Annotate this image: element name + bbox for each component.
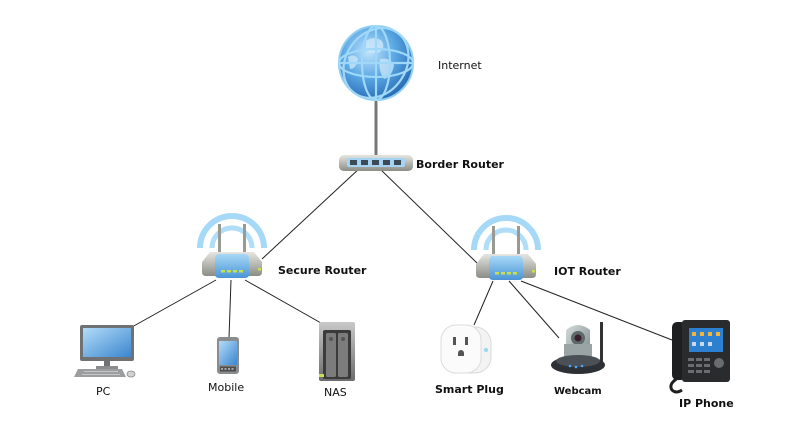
node-label-mobile: Mobile [208, 381, 245, 394]
webcam-icon [551, 322, 605, 374]
wifi-router-icon [471, 215, 541, 280]
desktop-pc-icon [74, 325, 136, 378]
globe-icon [337, 24, 415, 102]
node-label-iot-router: IOT Router [554, 265, 621, 278]
node-label-secure-router: Secure Router [278, 264, 367, 277]
node-label-webcam: Webcam [554, 386, 602, 397]
node-label-border-router: Border Router [416, 158, 504, 171]
ip-phone-icon [669, 320, 730, 394]
link-iot-webcam [508, 280, 560, 339]
node-label-ip-phone: IP Phone [679, 397, 734, 410]
links [131, 100, 673, 341]
wifi-router-icon [197, 213, 267, 278]
link-secure-nas [244, 279, 322, 324]
link-iot-phone [520, 280, 673, 341]
link-secure-pc [131, 279, 217, 328]
switch-router-icon [339, 155, 413, 171]
nas-storage-icon [319, 322, 355, 381]
link-border-secure [261, 166, 362, 260]
node-label-smart-plug: Smart Plug [435, 383, 504, 396]
node-label-nas: NAS [324, 386, 347, 399]
smart-plug-icon [440, 324, 492, 374]
link-secure-mobile [228, 279, 232, 339]
link-iot-plug [473, 280, 494, 326]
node-label-pc: PC [96, 385, 111, 398]
node-label-internet: Internet [438, 59, 482, 72]
link-border-iot [377, 166, 478, 264]
mobile-phone-icon [217, 337, 239, 374]
